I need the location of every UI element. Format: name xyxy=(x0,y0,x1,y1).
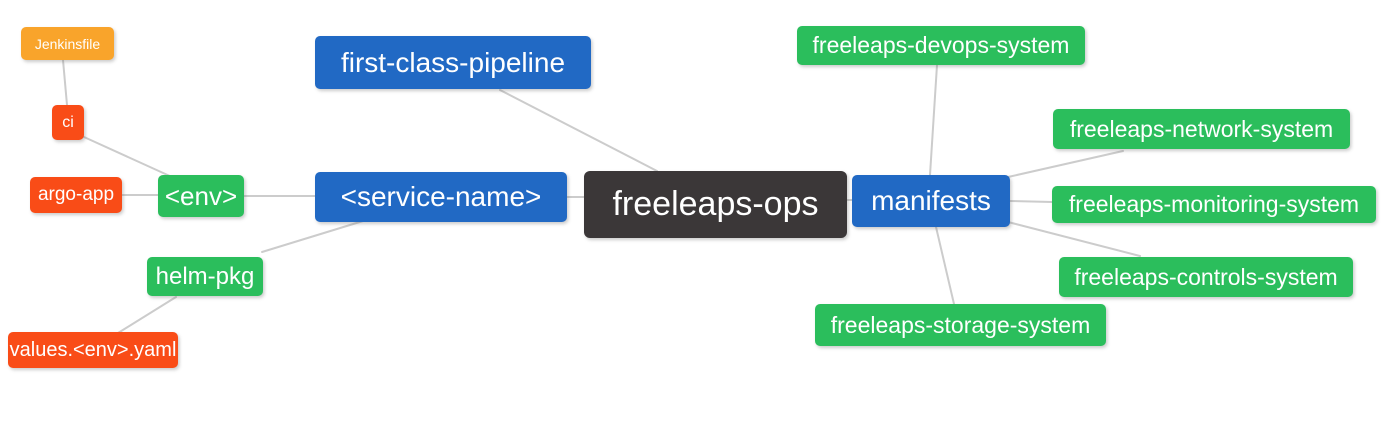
edge-ci-env xyxy=(83,136,173,178)
node-service-name[interactable]: <service-name> xyxy=(315,172,567,222)
node-freeleaps-network-system[interactable]: freeleaps-network-system xyxy=(1053,109,1350,149)
edge-manifests-monitoring xyxy=(1009,200,1053,203)
node-argo-app[interactable]: argo-app xyxy=(30,177,122,213)
edge-values-helm-pkg xyxy=(117,296,177,334)
node-manifests[interactable]: manifests xyxy=(852,175,1010,227)
node-jenkinsfile[interactable]: Jenkinsfile xyxy=(21,27,114,60)
edge-first-class-pipeline-root xyxy=(499,89,658,172)
edge-jenkinsfile-ci xyxy=(62,59,68,106)
node-freeleaps-devops-system[interactable]: freeleaps-devops-system xyxy=(797,26,1085,65)
node-freeleaps-controls-system[interactable]: freeleaps-controls-system xyxy=(1059,257,1353,297)
edge-helm-pkg-service-name xyxy=(261,220,364,253)
node-freeleaps-ops-root[interactable]: freeleaps-ops xyxy=(584,171,847,238)
node-ci[interactable]: ci xyxy=(52,105,84,140)
node-first-class-pipeline[interactable]: first-class-pipeline xyxy=(315,36,591,89)
edge-manifests-devops xyxy=(929,64,938,176)
node-values-env-yaml[interactable]: values.<env>.yaml xyxy=(8,332,178,368)
node-env[interactable]: <env> xyxy=(158,175,244,217)
edge-manifests-controls xyxy=(1007,221,1141,257)
node-freeleaps-storage-system[interactable]: freeleaps-storage-system xyxy=(815,304,1106,346)
node-helm-pkg[interactable]: helm-pkg xyxy=(147,257,263,296)
node-freeleaps-monitoring-system[interactable]: freeleaps-monitoring-system xyxy=(1052,186,1376,223)
edge-manifests-storage xyxy=(935,226,955,305)
edge-manifests-network xyxy=(1007,150,1124,178)
